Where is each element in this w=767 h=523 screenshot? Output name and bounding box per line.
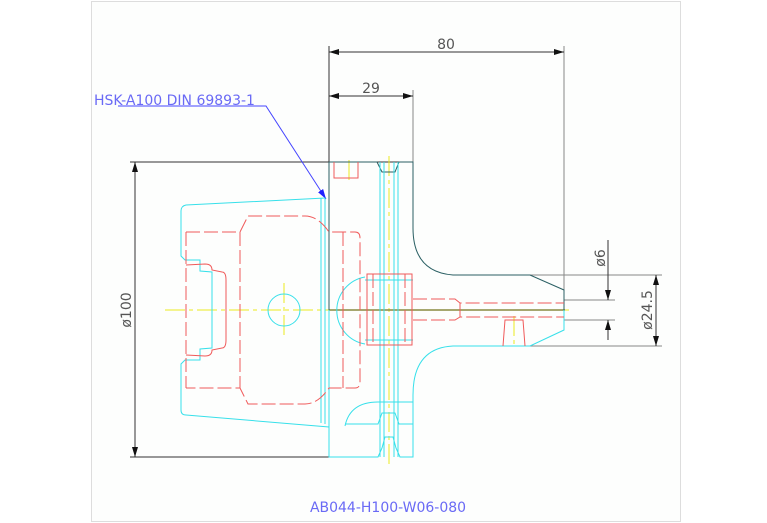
dimension-29-text: 29 [362, 81, 380, 97]
tool-body-lower [328, 162, 565, 458]
hidden-lines [185, 162, 564, 405]
dimension-diameter-6-text: ø6 [593, 249, 609, 267]
dimension-80-text: 80 [437, 37, 455, 53]
dimension-diameter-24-5-text: ø24.5 [640, 290, 656, 330]
dimension-diameter-100: ø100 [119, 162, 138, 457]
dimension-diameter-6: ø6 [593, 240, 611, 340]
hsk-label-text: HSK-A100 DIN 69893-1 [94, 93, 255, 109]
dimension-diameter-24-5: ø24.5 [640, 275, 659, 346]
dimension-diameter-100-text: ø100 [119, 292, 135, 327]
part-number: AB044-H100-W06-080 [310, 500, 466, 516]
hsk-shank [180, 197, 330, 428]
hsk-label: HSK-A100 DIN 69893-1 [94, 93, 327, 200]
dimension-29: 29 [329, 81, 413, 99]
tool-body-upper [328, 161, 565, 310]
drawing-frame [91, 1, 681, 522]
dimension-80: 80 [329, 37, 564, 55]
